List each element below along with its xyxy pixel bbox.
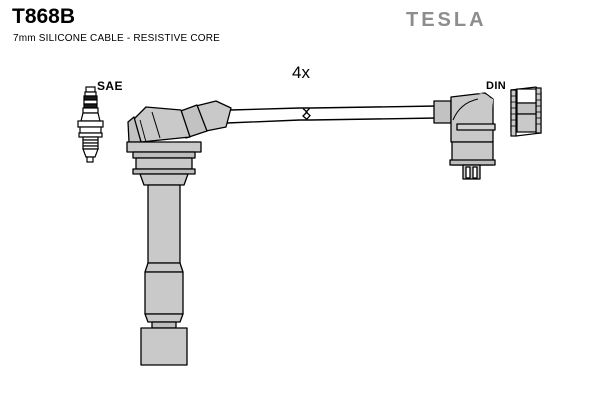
spark-plug-icon: [77, 86, 104, 163]
page-title: T868B: [12, 5, 76, 28]
quantity-label: 4x: [292, 63, 310, 82]
right-elbow-connector: [433, 92, 496, 180]
din-boot-icon: [510, 86, 542, 137]
cable-break-marker: [302, 108, 311, 120]
cable-run: [226, 105, 438, 124]
brand-logo: TESLA: [406, 9, 487, 31]
sae-standard-label: SAE: [97, 79, 123, 93]
part-description: 7mm SILICONE CABLE - RESISTIVE CORE: [13, 33, 221, 44]
left-angled-boot: [126, 100, 232, 366]
din-standard-label: DIN: [486, 80, 507, 92]
